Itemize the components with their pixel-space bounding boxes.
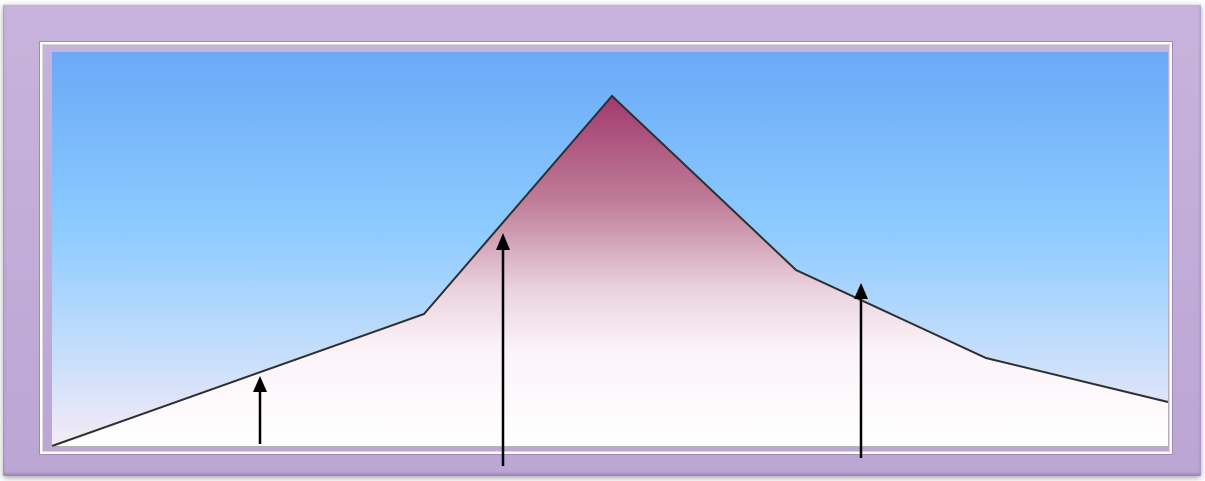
mountain-outline <box>51 94 1169 447</box>
arrow-left <box>253 376 267 444</box>
arrow-center <box>496 233 510 466</box>
frame-inner-border <box>40 42 1172 454</box>
arrow-right <box>854 283 868 458</box>
mountain-range <box>52 96 1168 448</box>
